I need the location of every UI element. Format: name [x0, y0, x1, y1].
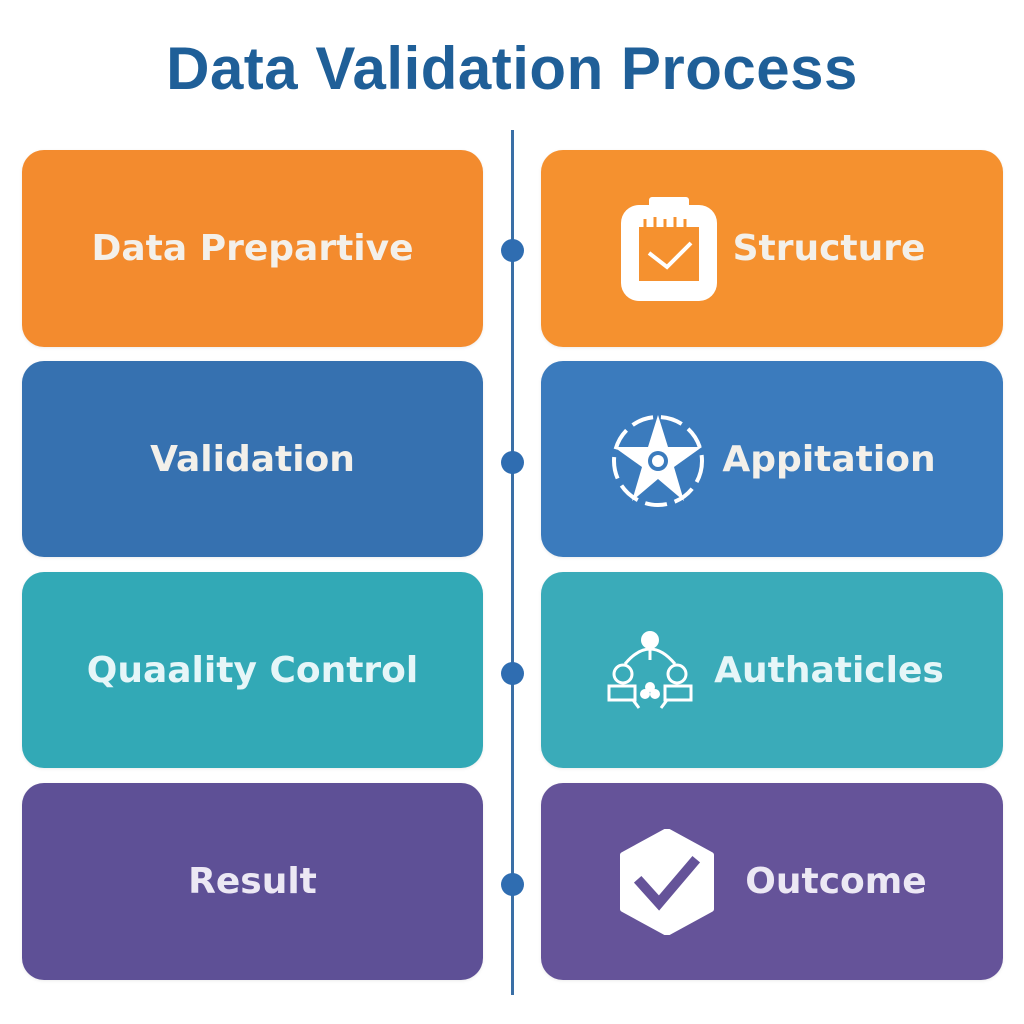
step-label: Structure: [732, 228, 926, 269]
step-label: Result: [188, 861, 317, 902]
timeline-dot-4: [501, 873, 524, 896]
step-card-appitation: Appitation: [541, 361, 1003, 557]
timeline-dot-1: [501, 239, 524, 262]
timeline-dot-3: [501, 662, 524, 685]
step-card-data-prepartive: Data Prepartive: [22, 150, 483, 347]
step-card-validation: Validation: [22, 361, 483, 557]
clipboard-check-icon: [619, 196, 719, 301]
step-label: Authaticles: [714, 649, 944, 691]
timeline-dot-2: [501, 451, 524, 474]
step-label: Validation: [150, 438, 355, 480]
step-label: Quaality Control: [86, 649, 419, 691]
hexagon-check-icon: [617, 828, 717, 935]
step-card-authaticles: Authaticles: [541, 572, 1003, 768]
step-card-result: Result: [22, 783, 483, 980]
step-card-outcome: Outcome: [541, 783, 1003, 980]
timeline-spine: [511, 130, 514, 995]
page-title: Data Validation Process: [166, 35, 858, 102]
star-network-icon: [608, 409, 708, 509]
step-label: Appitation: [722, 438, 936, 480]
step-card-quality-control: Quaality Control: [22, 572, 483, 768]
step-label: Outcome: [745, 861, 927, 902]
step-card-structure: Structure: [541, 150, 1003, 347]
step-label: Data Prepartive: [91, 228, 414, 269]
people-network-icon: [600, 620, 700, 720]
